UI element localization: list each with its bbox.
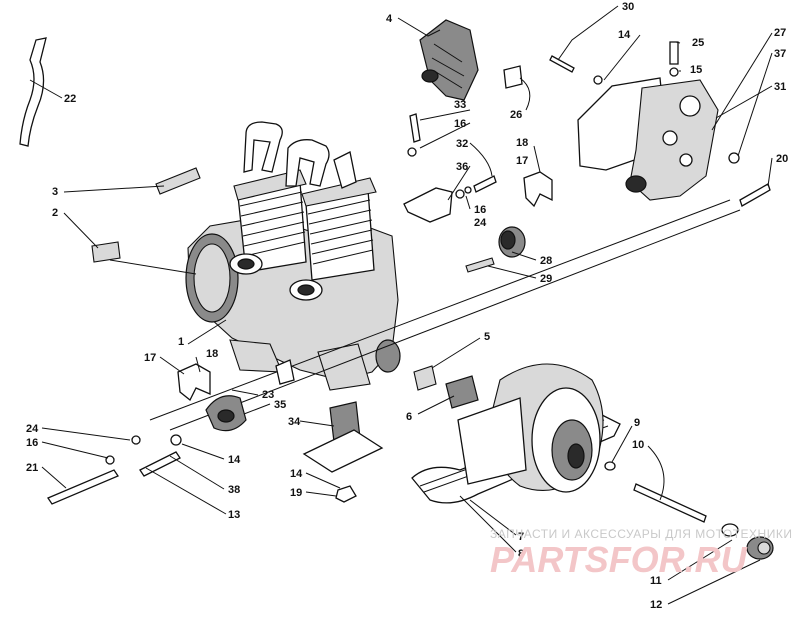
washer-part bbox=[131, 435, 141, 445]
callout-3: 3 bbox=[52, 186, 58, 198]
upper-clip-part bbox=[523, 171, 553, 208]
callout-14-upper: 14 bbox=[618, 29, 631, 41]
heat-shield-part bbox=[19, 37, 47, 147]
washer-part bbox=[407, 147, 417, 157]
callout-5: 5 bbox=[484, 331, 490, 343]
mid-bracket-part bbox=[403, 187, 453, 223]
spacer-part bbox=[413, 365, 437, 391]
clutch-washer-part bbox=[604, 461, 616, 471]
callout-8: 8 bbox=[518, 548, 524, 560]
callout-16-mid: 16 bbox=[474, 204, 486, 216]
callout-37: 37 bbox=[774, 48, 786, 60]
callout-34: 34 bbox=[288, 416, 301, 428]
nut-part bbox=[728, 152, 740, 164]
stud-part bbox=[465, 257, 495, 273]
clutch-washer-part bbox=[721, 523, 739, 537]
callout-1: 1 bbox=[178, 336, 184, 348]
callout-24-left: 24 bbox=[26, 423, 39, 435]
callout-30: 30 bbox=[622, 1, 634, 13]
callout-15: 15 bbox=[690, 64, 702, 76]
callout-18-lower: 18 bbox=[206, 348, 218, 360]
label-plate-part bbox=[91, 241, 121, 263]
callout-26: 26 bbox=[510, 109, 522, 121]
callout-27: 27 bbox=[774, 27, 786, 39]
washer-part bbox=[669, 67, 679, 77]
callout-22: 22 bbox=[64, 93, 76, 105]
callout-25: 25 bbox=[692, 37, 704, 49]
bolt-part bbox=[47, 469, 119, 505]
callout-17-upper: 17 bbox=[516, 155, 528, 167]
drive-clutch-part bbox=[411, 363, 621, 504]
washer-part bbox=[464, 186, 472, 194]
callout-19: 19 bbox=[290, 487, 302, 499]
callout-2: 2 bbox=[52, 207, 58, 219]
bolt-part bbox=[549, 55, 575, 73]
washer-part bbox=[455, 189, 465, 199]
watermark: ЗАПЧАСТИ И АКСЕССУАРЫ ДЛЯ МОТОТЕХНИКИ PA… bbox=[490, 527, 792, 580]
washer-part bbox=[593, 75, 603, 85]
callout-16-upper: 16 bbox=[454, 118, 466, 130]
callout-36: 36 bbox=[456, 161, 468, 173]
lower-clip-part bbox=[177, 363, 211, 402]
clutch-cap-part bbox=[746, 536, 774, 560]
bolt-part bbox=[473, 175, 497, 193]
callout-32: 32 bbox=[456, 138, 468, 150]
callout-21: 21 bbox=[26, 462, 38, 474]
callout-29: 29 bbox=[540, 273, 552, 285]
callout-7: 7 bbox=[518, 531, 524, 543]
bolt-part bbox=[669, 41, 679, 65]
clip-part bbox=[503, 65, 523, 89]
callout-23: 23 bbox=[262, 389, 274, 401]
cushion-part bbox=[205, 395, 247, 432]
callout-4: 4 bbox=[386, 13, 393, 25]
leader-lines bbox=[29, 5, 773, 605]
washer-part bbox=[170, 434, 182, 446]
callout-13: 13 bbox=[228, 509, 240, 521]
watermark-logo: PARTSFOR.RU bbox=[490, 539, 748, 580]
washer-part bbox=[105, 455, 115, 465]
callout-10: 10 bbox=[632, 439, 644, 451]
callout-18-upper: 18 bbox=[516, 137, 528, 149]
callout-9: 9 bbox=[634, 417, 640, 429]
engine-assembly bbox=[185, 121, 401, 391]
clutch-bolt-part bbox=[633, 483, 707, 523]
callout-35: 35 bbox=[274, 399, 286, 411]
callout-28: 28 bbox=[540, 255, 552, 267]
callout-12: 12 bbox=[650, 599, 662, 611]
watermark-tagline: ЗАПЧАСТИ И АКСЕССУАРЫ ДЛЯ МОТОТЕХНИКИ bbox=[490, 527, 792, 541]
callout-numbers: 1 2 3 4 5 6 7 8 9 10 11 12 13 14 14 14 1… bbox=[26, 1, 788, 611]
callout-38: 38 bbox=[228, 484, 240, 496]
callout-14-left: 14 bbox=[228, 454, 241, 466]
callout-6: 6 bbox=[406, 411, 412, 423]
mount-plate-part bbox=[577, 77, 719, 201]
callout-20: 20 bbox=[776, 153, 788, 165]
bolt-part bbox=[409, 113, 421, 143]
rubber-mount-part bbox=[498, 226, 526, 258]
callout-31: 31 bbox=[774, 81, 786, 93]
engine-mount-part bbox=[302, 401, 384, 473]
decal-part bbox=[155, 167, 201, 195]
callout-17-lower: 17 bbox=[144, 352, 156, 364]
callout-11: 11 bbox=[650, 575, 662, 587]
callout-24-mid: 24 bbox=[474, 217, 487, 229]
bolt-part bbox=[139, 451, 181, 477]
bolt-part bbox=[739, 183, 771, 207]
fitting-part bbox=[275, 359, 295, 385]
spacer-part bbox=[445, 375, 479, 409]
callout-33: 33 bbox=[454, 99, 466, 111]
callout-14-mid: 14 bbox=[290, 468, 303, 480]
upper-bracket-part bbox=[419, 19, 479, 101]
callout-16-left: 16 bbox=[26, 437, 38, 449]
nut-part bbox=[335, 485, 357, 503]
